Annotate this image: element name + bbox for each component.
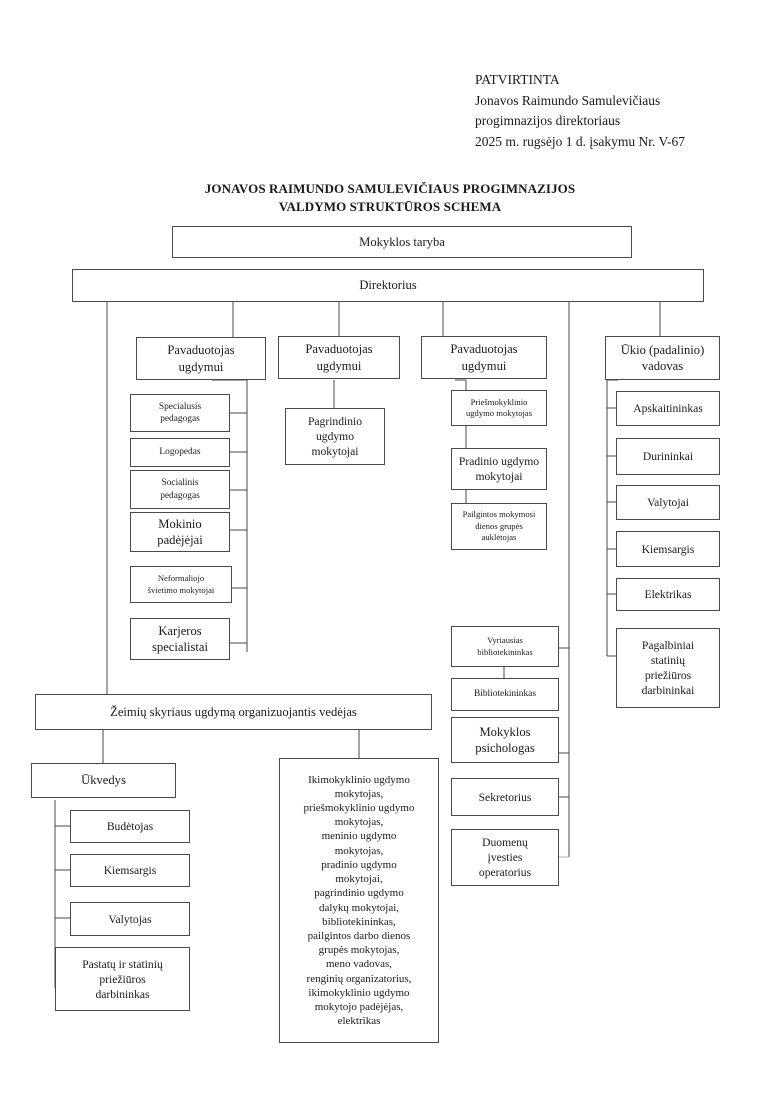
approval-line-4: 2025 m. rugsėjo 1 d. įsakymu Nr. V-67 [475, 133, 686, 149]
node-mokyklos-taryba[interactable]: Mokyklos taryba [172, 226, 632, 258]
page-title: JONAVOS RAIMUNDO SAMULEVIČIAUS PROGIMNAZ… [100, 180, 680, 216]
node-label: Priešmokyklinio ugdymo mokytojas [465, 396, 533, 418]
node-label: Pastatų ir statinių priežiūros darbinink… [82, 957, 163, 1001]
node-pradinio-ugdymo-mokytojai[interactable]: Pradinio ugdymo mokytojai [451, 448, 547, 490]
approval-line-2: Jonavos Raimundo Samulevičiaus [475, 92, 661, 108]
node-label: Pavaduotojas ugdymui [305, 342, 373, 373]
node-kiemsargis-ukvedys[interactable]: Kiemsargis [70, 854, 190, 887]
node-label: Mokinio padėjėjai [157, 516, 203, 548]
node-label: Pavaduotojas ugdymui [167, 343, 235, 374]
node-label: Valytojai [647, 496, 689, 509]
node-kiemsargis-ukio[interactable]: Kiemsargis [616, 531, 720, 567]
node-apskaitininkas[interactable]: Apskaitininkas [616, 391, 720, 426]
node-ukvedys[interactable]: Ūkvedys [31, 763, 176, 798]
node-zeimiu-skyriaus-personalas[interactable]: Ikimokyklinio ugdymo mokytojas, priešmok… [279, 758, 439, 1043]
node-mokinio-padejejai[interactable]: Mokinio padėjėjai [130, 512, 230, 552]
node-label: Bibliotekininkas [474, 689, 536, 700]
approval-header: PATVIRTINTA Jonavos Raimundo Samulevičiau… [475, 70, 685, 152]
node-vyriausias-bibliotekininkas[interactable]: Vyriausias bibliotekininkas [451, 626, 559, 667]
approval-line-3: progimnazijos direktoriaus [475, 113, 621, 128]
node-label: Pradinio ugdymo mokytojai [458, 455, 540, 483]
node-sekretorius[interactable]: Sekretorius [451, 778, 559, 816]
node-duomenu-ivesties-operatorius[interactable]: Duomenų įvesties operatorius [451, 829, 559, 886]
node-label: Duomenų įvesties operatorius [478, 836, 532, 879]
node-direktorius[interactable]: Direktorius [72, 269, 704, 302]
node-label: Pagrindinio ugdymo mokytojai [307, 415, 363, 458]
node-label: Vyriausias bibliotekininkas [477, 635, 533, 657]
node-label: Žeimių skyriaus ugdymą organizuojantis v… [110, 704, 357, 719]
page-title-line-2: VALDYMO STRUKTŪROS SCHEMA [278, 199, 502, 214]
node-label: Kiemsargis [103, 864, 157, 877]
node-neformaliojo-svietimo-mokytojai[interactable]: Neformaliojo švietimo mokytojai [130, 566, 232, 603]
node-label: Mokyklos taryba [359, 234, 445, 249]
node-pastatu-ir-statiniu-prieziuros-darbininkas[interactable]: Pastatų ir statinių priežiūros darbinink… [55, 947, 190, 1011]
node-durininkai[interactable]: Durininkai [616, 438, 720, 475]
node-label: Valytojas [108, 912, 152, 926]
node-label: Neformaliojo švietimo mokytojai [147, 573, 215, 595]
node-valytojas[interactable]: Valytojas [70, 902, 190, 936]
node-karjeros-specialistai[interactable]: Karjeros specialistai [130, 618, 230, 660]
node-label: Sekretorius [478, 790, 532, 804]
node-mokyklos-psichologas[interactable]: Mokyklos psichologas [451, 717, 559, 763]
node-label: Ūkvedys [81, 773, 126, 788]
node-pavaduotojas-ugdymui-1[interactable]: Pavaduotojas ugdymui [136, 337, 266, 380]
node-pagalbiniai-statiniu-prieziuros-darbininkai[interactable]: Pagalbiniai statinių priežiūros darbinin… [616, 628, 720, 708]
page-title-line-1: JONAVOS RAIMUNDO SAMULEVIČIAUS PROGIMNAZ… [204, 181, 576, 196]
node-label: Karjeros specialistai [152, 623, 208, 655]
node-label: Durininkai [642, 450, 694, 463]
node-socialinis-pedagogas[interactable]: Socialinis pedagogas [130, 470, 230, 509]
node-label: Ūkio (padalinio) vadovas [620, 342, 705, 374]
node-label: Budėtojas [106, 820, 154, 833]
node-budetojas[interactable]: Budėtojas [70, 810, 190, 843]
node-label: Socialinis pedagogas [160, 478, 200, 501]
node-pagrindinio-ugdymo-mokytojai[interactable]: Pagrindinio ugdymo mokytojai [285, 408, 385, 465]
node-label: Pagalbiniai statinių priežiūros darbinin… [641, 639, 695, 697]
node-label: Pailgintos mokymosi dienos grupės auklėt… [462, 509, 536, 543]
node-bibliotekininkas[interactable]: Bibliotekininkas [451, 678, 559, 711]
node-pavaduotojas-ugdymui-2[interactable]: Pavaduotojas ugdymui [278, 336, 400, 379]
node-label: Kiemsargis [641, 542, 695, 556]
node-priesmokyklinio-ugdymo-mokytojas[interactable]: Priešmokyklinio ugdymo mokytojas [451, 390, 547, 426]
node-elektrikas-ukio[interactable]: Elektrikas [616, 578, 720, 611]
node-label: Elektrikas [644, 588, 692, 601]
node-label: Specialusis pedagogas [158, 401, 202, 424]
node-label: Logopedas [159, 447, 201, 458]
node-valytojai[interactable]: Valytojai [616, 485, 720, 520]
node-pailgintos-mokymosi-dienos-grupes-aukletojas[interactable]: Pailgintos mokymosi dienos grupės auklėt… [451, 503, 547, 550]
node-specialusis-pedagogas[interactable]: Specialusis pedagogas [130, 394, 230, 432]
node-zeimiu-skyriaus-vedejas[interactable]: Žeimių skyriaus ugdymą organizuojantis v… [35, 694, 432, 730]
node-label: Ikimokyklinio ugdymo mokytojas, priešmok… [303, 773, 415, 1028]
node-pavaduotojas-ugdymui-3[interactable]: Pavaduotojas ugdymui [421, 336, 547, 379]
node-label: Direktorius [359, 278, 417, 293]
node-logopedas[interactable]: Logopedas [130, 438, 230, 467]
node-label: Mokyklos psichologas [475, 724, 535, 756]
node-ukio-padalinio-vadovas[interactable]: Ūkio (padalinio) vadovas [605, 336, 720, 380]
node-label: Pavaduotojas ugdymui [450, 342, 518, 373]
approval-line-1: PATVIRTINTA [475, 72, 560, 87]
node-label: Apskaitininkas [633, 402, 703, 415]
